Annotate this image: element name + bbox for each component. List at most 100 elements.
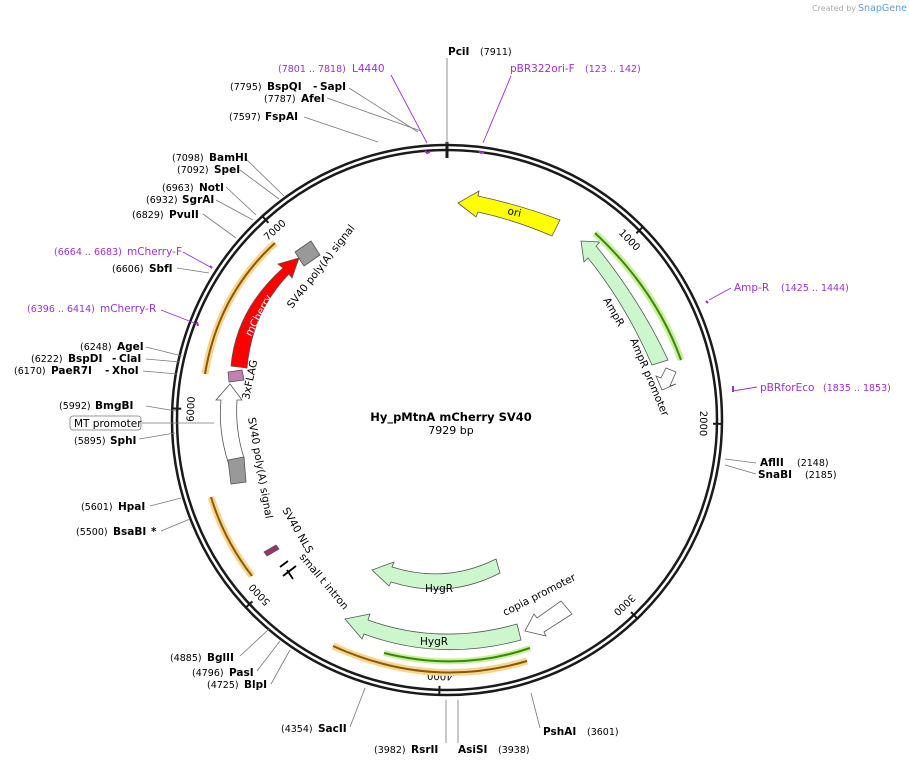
mcherry-arrow[interactable] [230,257,300,369]
site-pos: (7787) [264,94,296,105]
site-name[interactable]: PaeR7I [51,365,92,377]
mt-promoter-arrow[interactable] [215,383,245,463]
sv40-polya-left-box[interactable] [227,456,247,485]
plasmid-length: 7929 bp [428,424,473,437]
site-name[interactable]: BsaBI [113,526,146,538]
site-name[interactable]: SphI [110,435,136,447]
site-pos: (6606) [112,264,144,275]
tick-mark [260,214,270,224]
site-pos: (6932) [146,195,178,206]
site-pos: (3938) [498,745,530,756]
mt-promoter-label-box [69,415,142,431]
tick-label: 6000 [186,396,198,422]
site-pos: (3601) [587,727,619,738]
site-pos: (4796) [192,668,224,679]
site-name-2[interactable]: SapI [320,81,346,93]
hygr-outer-arrow[interactable] [344,613,522,651]
site-pos: (5601) [81,502,113,513]
left-orf-line [210,496,253,577]
site-name[interactable]: PciI [448,46,469,58]
plasmid-name: Hy_pMtnA mCherry SV40 [370,410,532,425]
hygr-outer-label: HygR [420,636,448,648]
site-labels: PciI (7911) (7795) BspQI - SapI (7787) A… [14,46,837,756]
tick-mark [635,225,645,234]
primer-name[interactable]: pBR322ori-F [510,63,575,75]
site-name[interactable]: SnaBI [758,469,792,481]
site-name[interactable]: SpeI [214,164,240,176]
copia-promoter-arrow[interactable] [524,600,573,637]
ori-arrow[interactable] [457,190,561,237]
site-name[interactable]: AflII [760,457,784,469]
site-name[interactable]: AgeI [117,341,144,353]
primer-name[interactable]: mCherry-R [100,303,156,315]
site-name[interactable]: SgrAI [182,194,214,206]
hygr-inner-arrow[interactable] [371,558,501,590]
mt-promoter-label: MT promoter [74,418,142,430]
site-name[interactable]: BlpI [244,679,267,691]
site-name-separator: - [112,353,116,365]
site-name[interactable]: SbfI [149,263,173,275]
credit-prefix: Created by [812,4,856,13]
site-pos: (6963) [162,183,194,194]
site-name-2[interactable]: XhoI [112,365,139,377]
site-pos: (2148) [797,458,829,469]
site-name-separator: - [105,365,109,377]
site-name[interactable]: RsrII [411,744,438,756]
ampr-promoter-arrow[interactable] [655,367,677,391]
site-name[interactable]: BglII [207,652,234,664]
primer-pos: (1425 .. 1444) [781,283,849,294]
primer-pos: (6664 .. 6683) [54,247,122,258]
site-pos: (4885) [170,653,202,664]
site-pos: (5500) [76,527,108,538]
site-pos: (3982) [374,745,406,756]
site-name[interactable]: FspAI [265,111,298,123]
site-pos: (7597) [229,112,261,123]
site-name-separator: - [313,81,317,93]
primer-labels: (7801 .. 7818) L4440 pBR322ori-F (123 ..… [27,63,891,394]
primer-name[interactable]: L4440 [352,63,385,75]
small-t-intron-mark[interactable] [279,560,297,580]
site-name[interactable]: PshAI [543,726,576,738]
hygr-inner-label: HygR [425,583,453,595]
sv40-nls-label: SV40 NLS [279,506,315,556]
site-pos: (7098) [172,153,204,164]
site-name[interactable]: HpaI [118,501,145,513]
site-name[interactable]: BspQI [267,81,302,93]
site-pos: (6170) [14,366,46,377]
small-t-intron-label: small t intron [297,551,351,612]
site-name[interactable]: BmgBI [95,400,133,412]
site-name[interactable]: NotI [199,182,224,194]
site-pos: (5992) [59,401,91,412]
site-name-2[interactable]: ClaI [119,353,141,365]
site-name[interactable]: BspDI [68,353,102,365]
primer-pos: (6396 .. 6414) [27,304,95,315]
primer-name[interactable]: Amp-R [734,282,769,294]
flag-arrow[interactable] [227,369,245,383]
ori-label: ori [506,205,522,220]
site-mark: * [151,526,157,538]
site-name[interactable]: BamHI [209,152,248,164]
site-pos: (5895) [74,436,106,447]
primer-pos: (7801 .. 7818) [278,64,346,75]
primer-name[interactable]: pBRforEco [760,382,814,394]
primer-name[interactable]: mCherry-F [127,246,182,258]
primer-leader-lines [160,74,758,392]
site-name[interactable]: PvuII [169,209,199,221]
site-name[interactable]: SacII [318,723,347,735]
site-name[interactable]: AfeI [301,93,325,105]
snapgene-logo: SnapGene [858,3,907,14]
ampr-arrow[interactable] [580,240,669,366]
tick-label: 2000 [697,411,708,437]
site-pos: (4725) [207,680,239,691]
site-pos: (6829) [132,210,164,221]
site-pos: (7911) [480,47,512,58]
primer-marks [196,150,734,392]
site-name[interactable]: PasI [229,667,254,679]
sv40-nls-arrow[interactable] [263,544,280,557]
tick-mark [630,611,639,620]
site-name[interactable]: AsiSI [458,744,487,756]
mcherry-orf-line [204,242,276,375]
hygr-orf-line [383,647,531,663]
sv40-polya-top-box[interactable] [294,240,321,267]
